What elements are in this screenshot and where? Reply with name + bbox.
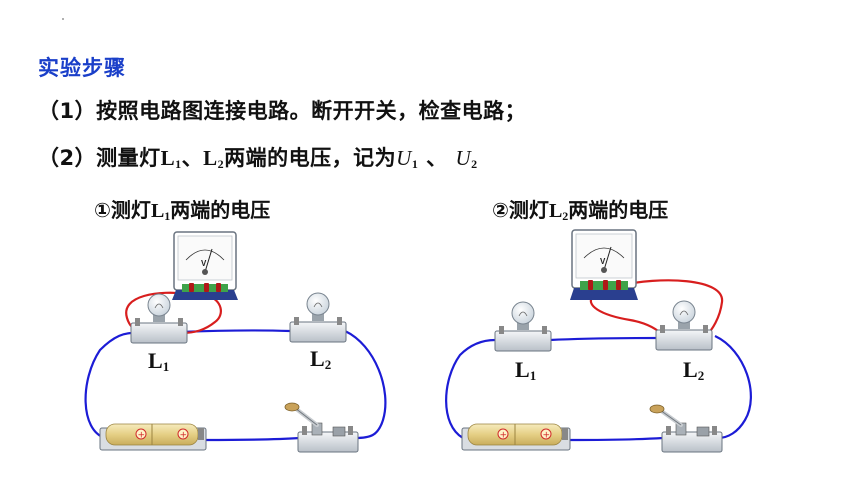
step-2-u1: U — [396, 146, 412, 170]
svg-text:+: + — [500, 431, 508, 441]
diagram-1-title-l: L — [150, 200, 165, 222]
step-2-l1-sub: 1 — [175, 157, 182, 171]
diagram-2-meter-symbol: V — [600, 257, 606, 266]
diagram-1-bulb-l2 — [289, 292, 347, 343]
diagram-2-voltmeter: V — [570, 229, 638, 300]
section-heading: 实验步骤 — [38, 56, 126, 80]
diagram-2-title-l: L — [548, 200, 563, 222]
step-2-text-a: 测量灯 — [96, 146, 161, 170]
step-1: （1）按照电路图连接电路。断开开关，检查电路； — [38, 95, 526, 125]
diagram-1-label-l1-letter: L — [148, 348, 163, 373]
step-2: （2）测量灯L1、L2两端的电压，记为U1 、 U2 — [38, 142, 478, 172]
diagram-1-main-wire — [84, 329, 387, 442]
diagram-1-switch — [284, 402, 359, 453]
diagram-2-title-b: 两端的电压 — [568, 198, 669, 222]
step-1-text: 按照电路图连接电路。断开开关，检查电路； — [96, 99, 527, 123]
diagram-2-label-l2-letter: L — [683, 357, 698, 382]
svg-text:+: + — [543, 431, 551, 441]
diagram-2-title-a: ②测灯 — [492, 198, 549, 222]
diagram-1: V — [84, 231, 387, 453]
diagram-1-bulb-l1 — [130, 293, 188, 344]
decoration-dot — [62, 18, 64, 20]
step-2-l1: L — [160, 146, 176, 170]
diagram-1-title-sub: 1 — [164, 209, 171, 223]
diagram-1-label-l1: L1 — [148, 348, 169, 375]
step-2-l2-sub: 2 — [217, 157, 225, 171]
diagram-1-label-l2-sub: 2 — [324, 357, 332, 372]
diagram-1-battery: + + — [99, 423, 207, 451]
diagram-2-label-l1-sub: 1 — [529, 368, 537, 383]
diagram-2-label-l2-sub: 2 — [697, 368, 705, 383]
diagram-2-bulb-l1 — [494, 301, 552, 352]
step-2-u1-sub: 1 — [411, 157, 419, 171]
diagram-1-title: ①测灯L1两端的电压 — [94, 194, 270, 224]
diagram-1-voltmeter: V — [172, 231, 238, 300]
diagram-2-battery: + + — [461, 423, 571, 451]
diagram-2-bulb-l2 — [655, 300, 713, 351]
svg-text:+: + — [180, 431, 188, 441]
diagram-1-label-l2-letter: L — [310, 346, 325, 371]
step-2-sep2: 、 — [418, 146, 456, 170]
diagram-1-title-b: 两端的电压 — [170, 198, 271, 222]
diagram-2-title: ②测灯L2两端的电压 — [492, 194, 668, 224]
diagram-1-label-l2: L2 — [310, 346, 331, 373]
step-2-sep: 、 — [181, 146, 204, 170]
step-2-number: （2） — [38, 146, 97, 170]
step-2-text-b: 两端的电压，记为 — [224, 146, 397, 170]
step-2-u2: U — [455, 146, 472, 170]
diagram-2-main-wire — [445, 335, 752, 442]
step-2-u2-sub: 2 — [471, 157, 478, 171]
diagram-2-label-l1: L1 — [515, 357, 536, 384]
step-2-l2: L — [203, 146, 218, 170]
diagram-2: V — [445, 229, 752, 453]
diagram-1-label-l1-sub: 1 — [162, 359, 170, 374]
diagram-1-title-a: ①测灯 — [94, 198, 151, 222]
diagram-2-switch — [649, 404, 723, 453]
diagram-2-title-sub: 2 — [562, 209, 569, 223]
diagram-1-meter-symbol: V — [201, 259, 207, 268]
svg-text:+: + — [138, 431, 146, 441]
diagram-2-label-l2: L2 — [683, 357, 704, 384]
step-1-number: （1） — [38, 99, 97, 123]
diagram-2-label-l1-letter: L — [515, 357, 530, 382]
